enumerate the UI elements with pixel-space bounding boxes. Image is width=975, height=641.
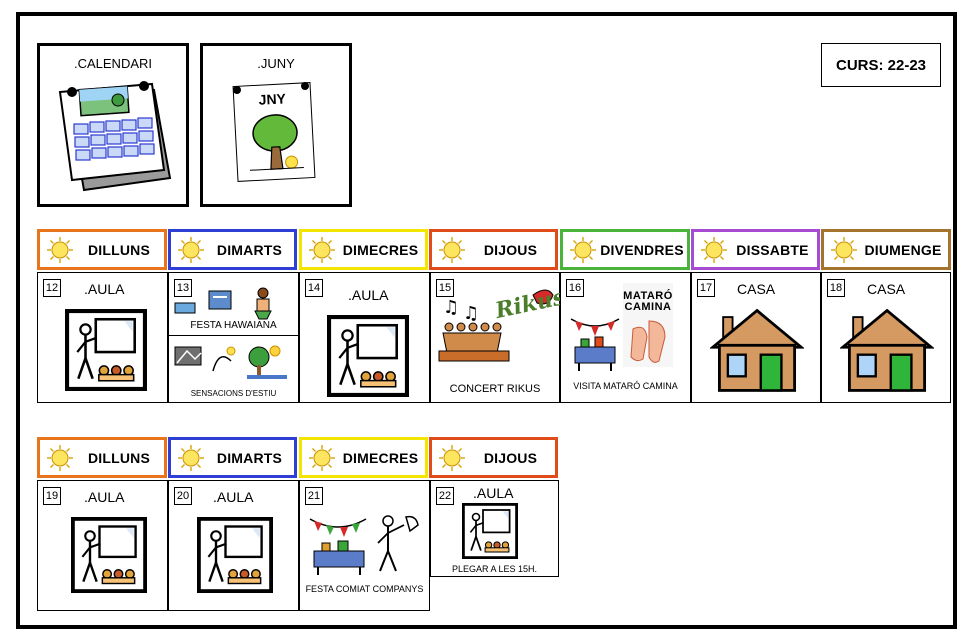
classroom-icon (462, 503, 518, 559)
day-header-dimecres: DIMECRES (299, 229, 428, 270)
activity-label: FESTA HAWAIANA (190, 320, 277, 331)
day-header-label: DIMECRES (342, 241, 419, 258)
day-header-dimarts: DIMARTS (168, 437, 297, 478)
day-number: 19 (43, 487, 61, 505)
day-header-label: DIJOUS (483, 449, 538, 466)
house-icon (710, 307, 804, 393)
day-header-dilluns: DILLUNS (37, 437, 167, 478)
activity-label: CONCERT RIKUS (449, 383, 541, 395)
mataro-camina-poster: MATARÓ CAMINA (623, 283, 673, 367)
calendar-card: .CALENDARI (37, 43, 189, 207)
day-header-dissabte: DISSABTE (691, 229, 820, 270)
tree-icon (249, 114, 304, 171)
concert-icon: ♫ ♫ (438, 289, 554, 362)
day-header-label: DIVENDRES (600, 241, 684, 258)
day-header-dijous: DIJOUS (429, 437, 558, 478)
classroom-icon (71, 517, 147, 593)
day-header-label: DISSABTE (736, 241, 809, 258)
month-badge: JNY (258, 90, 287, 108)
day-header-label: DIMARTS (216, 241, 283, 258)
pin (301, 82, 309, 90)
calendar-title: .CALENDARI (73, 56, 153, 71)
day-header-label: DIMECRES (342, 449, 419, 466)
walking-feet-icon (630, 320, 666, 363)
day-header-label: DIMARTS (216, 449, 283, 466)
sun-icon (830, 236, 858, 264)
day-header-label: DILLUNS (87, 449, 151, 466)
day-cell-15: 15 ♫ ♫ Rikus CONCERT RIKUS (430, 272, 567, 403)
activity-label: .AULA (213, 489, 254, 505)
classroom-icon (65, 309, 147, 391)
sun-icon (700, 236, 728, 264)
classroom-icon (197, 517, 273, 593)
day-cell-22: 22 .AULA PLEGAR A LES 15H. (430, 480, 559, 577)
day-number: 12 (43, 279, 61, 297)
day-number: 17 (697, 279, 715, 297)
day-number: 18 (827, 279, 845, 297)
farewell-party-icon (309, 515, 419, 575)
month-page: JNY (232, 82, 316, 182)
activity-label: SENSACIONS D'ESTIU (190, 389, 277, 398)
day-cell-19: 19 .AULA (37, 480, 168, 611)
activity-label: CASA (867, 281, 906, 297)
sun-icon (438, 236, 466, 264)
sun-icon (569, 236, 597, 264)
sun-icon (46, 236, 74, 264)
poster-title: MATARÓ CAMINA (623, 290, 673, 313)
month-card: .JUNY JNY (200, 43, 352, 207)
day-header-dilluns: DILLUNS (37, 229, 167, 270)
day-number: 14 (305, 279, 323, 297)
house-icon (840, 307, 934, 393)
sun-icon (177, 236, 205, 264)
day-header-dimarts: DIMARTS (168, 229, 297, 270)
sun-icon (438, 444, 466, 472)
day-cell-16: 16 MATARÓ CAMINA VISITA MATARÓ CAMINA (560, 272, 691, 403)
day-header-label: DILLUNS (87, 241, 151, 258)
day-number: 22 (436, 487, 454, 505)
day-cell-17: 17 CASA (691, 272, 821, 403)
day-header-divendres: DIVENDRES (560, 229, 690, 270)
activity-label: .AULA (348, 287, 389, 303)
day-header-diumenge: DIUMENGE (821, 229, 951, 270)
month-title: .JUNY (257, 56, 295, 71)
activity-label: .AULA (473, 485, 514, 501)
activity-label: .AULA (84, 489, 125, 505)
day-cell-20: 20 .AULA (168, 480, 299, 611)
sun-icon (308, 444, 336, 472)
sun-icon (177, 444, 205, 472)
day-number: 20 (174, 487, 192, 505)
day-header-label: DIUMENGE (864, 241, 942, 258)
divider (169, 335, 298, 336)
sun-icon (46, 444, 74, 472)
activity-label: FESTA COMIAT COMPANYS (305, 584, 424, 594)
activity-label: CASA (737, 281, 776, 297)
day-number: 21 (305, 487, 323, 505)
pin (233, 86, 241, 94)
day-cell-12: 12 .AULA (37, 272, 168, 403)
activity-label: .AULA (84, 281, 125, 297)
calendar-icon (58, 81, 172, 192)
day-cell-14: 14 .AULA (299, 272, 430, 403)
classroom-icon (327, 315, 409, 397)
visit-icon (570, 318, 620, 371)
day-cell-18: 18 CASA (821, 272, 951, 403)
day-number: 13 (174, 279, 192, 297)
hawaiian-party-icon (174, 287, 272, 320)
course-label: CURS: 22-23 (821, 43, 941, 87)
activity-label: VISITA MATARÓ CAMINA (573, 381, 678, 391)
day-header-label: DIJOUS (483, 241, 538, 258)
summer-sensations-icon (174, 345, 287, 379)
svg-text:♫: ♫ (443, 297, 459, 318)
day-number: 15 (436, 279, 454, 297)
activity-note: PLEGAR A LES 15H. (451, 564, 538, 574)
day-number: 16 (566, 279, 584, 297)
sun-icon (308, 236, 336, 264)
day-cell-13: 13 FESTA HAWAIANA SENSACIONS D'ESTIU (168, 272, 299, 403)
svg-text:♫: ♫ (463, 303, 479, 324)
day-header-dimecres: DIMECRES (299, 437, 428, 478)
day-cell-21: 21 FESTA COMIAT COMPANYS (299, 480, 430, 611)
day-header-dijous: DIJOUS (429, 229, 558, 270)
